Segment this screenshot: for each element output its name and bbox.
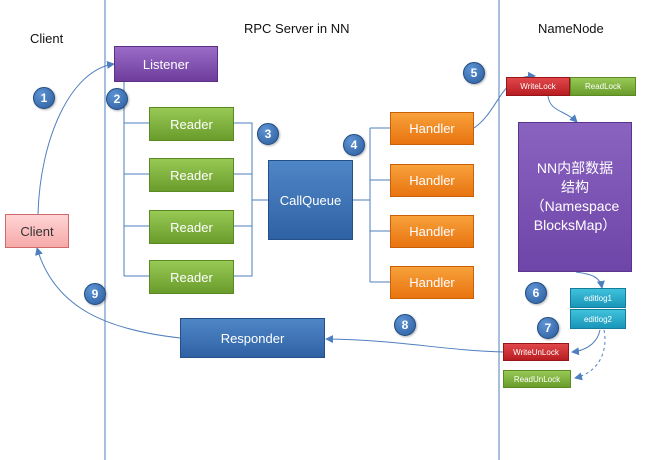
write-lock-box: WriteLock [506, 77, 570, 96]
column-title-namenode: NameNode [538, 21, 604, 36]
read-lock-box: ReadLock [570, 77, 636, 96]
arrow-handler-to-lock [473, 71, 536, 129]
handler-box-1: Handler [390, 112, 474, 145]
arrow-unlock-to-responder [325, 335, 504, 353]
reader-box-4: Reader [149, 260, 234, 294]
reader-box-3: Reader [149, 210, 234, 244]
step-badge-7: 7 [537, 317, 559, 339]
editlog2-box: editlog2 [570, 309, 626, 329]
nn-data-line-2: 结构 [561, 179, 589, 195]
read-unlock-box: ReadUnLock [503, 370, 571, 388]
client-box: Client [5, 214, 69, 248]
handler-box-2: Handler [390, 164, 474, 197]
step-badge-3: 3 [257, 123, 279, 145]
nn-data-line-3: （Namespace [530, 198, 620, 214]
responder-box: Responder [180, 318, 325, 358]
handler-box-3: Handler [390, 215, 474, 248]
write-unlock-box: WriteUnLock [503, 343, 569, 361]
column-title-rpc-server: RPC Server in NN [244, 21, 350, 36]
nn-data-line-1: NN内部数据 [536, 160, 614, 176]
nn-data-line-4: BlocksMap） [533, 217, 617, 233]
arrow-responder-to-client [35, 247, 181, 339]
arrow-nndata-to-editlog [575, 271, 605, 289]
listener-box: Listener [114, 46, 218, 82]
arrow-editlog-to-writeunlock [571, 329, 601, 356]
step-badge-1: 1 [33, 87, 55, 109]
handler-box-4: Handler [390, 266, 474, 299]
step-badge-5: 5 [463, 62, 485, 84]
step-badge-9: 9 [84, 283, 106, 305]
step-badge-6: 6 [525, 282, 547, 304]
reader-box-2: Reader [149, 158, 234, 192]
column-title-client: Client [30, 31, 64, 46]
step-badge-8: 8 [394, 314, 416, 336]
step-badge-4: 4 [343, 134, 365, 156]
bracket-listener-readers [123, 82, 149, 277]
nn-data-structure-box: NN内部数据 结构 （Namespace BlocksMap） [518, 122, 632, 272]
reader-box-1: Reader [149, 107, 234, 141]
editlog1-box: editlog1 [570, 288, 626, 308]
arrow-client-to-listener [37, 60, 115, 215]
step-badge-2: 2 [106, 88, 128, 110]
bracket-readers-callqueue [234, 122, 268, 277]
callqueue-box: CallQueue [268, 160, 353, 240]
bracket-callqueue-handlers [353, 127, 390, 283]
arrow-lock-to-nndata [547, 95, 578, 123]
arrow-editlog-to-readunlock [574, 329, 606, 381]
